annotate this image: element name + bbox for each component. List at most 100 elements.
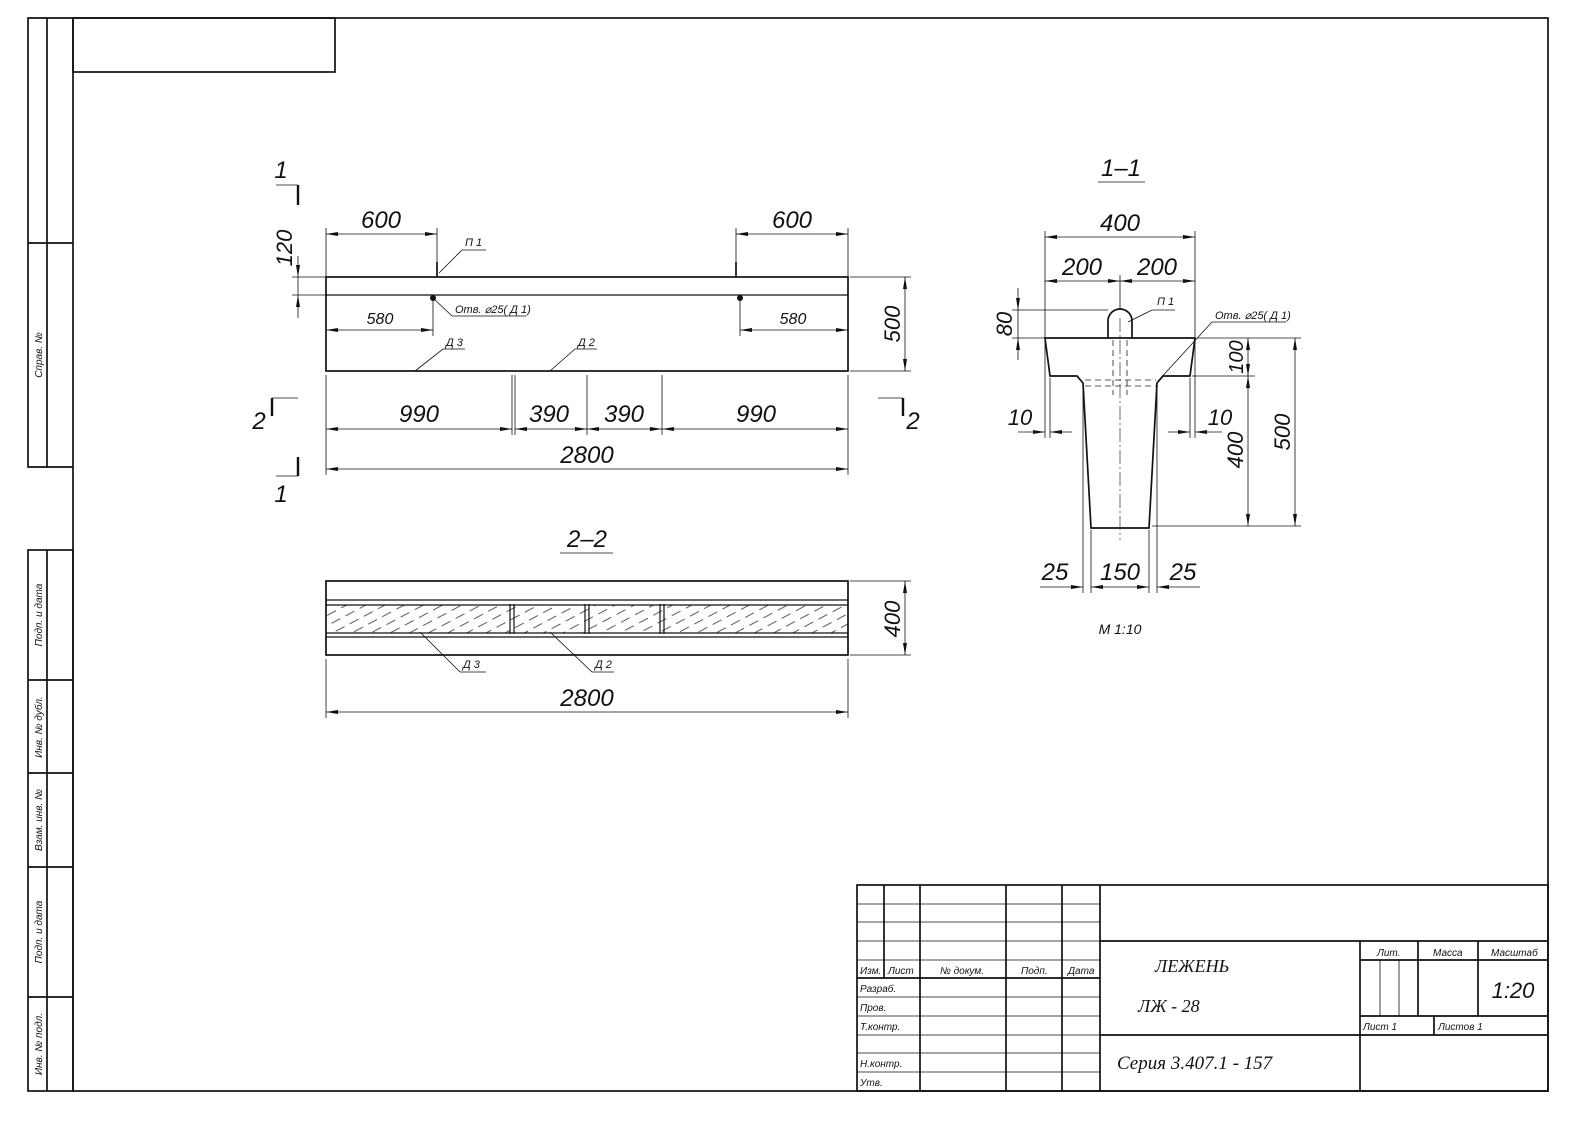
leader-loop xyxy=(438,249,486,274)
dim-text-bottom-mid: 150 xyxy=(1100,559,1141,586)
dim-text-half-right: 200 xyxy=(1136,254,1178,281)
ext-lines-section-total xyxy=(325,659,849,718)
label-loop: П 1 xyxy=(465,237,482,249)
side-stamp-orig-inv-no: Инв. № подл. xyxy=(34,1013,45,1075)
sheets-count: Листов 1 xyxy=(1437,1022,1483,1033)
leader-section-d2 xyxy=(549,631,614,673)
dim-text-end-right: 600 xyxy=(772,207,813,234)
dim-text-chamfer-left: 10 xyxy=(1008,405,1033,430)
section-1-1-view: 1–1 400 200 200 80 П 1 Отв. ⌀25( Д 1) 10… xyxy=(992,155,1301,637)
title-block: Изм. Лист № докум. Подп. Дата Разраб. Пр… xyxy=(856,884,1549,1092)
product-name: ЛЕЖЕНЬ xyxy=(1154,956,1229,976)
dim-text-flange: 100 xyxy=(1226,340,1248,373)
side-stamp-lower-box xyxy=(27,549,74,1092)
section-label-d3: Д 3 xyxy=(461,659,481,671)
dim-text-section-1-height: 500 xyxy=(1270,413,1295,450)
dim-text-bottom-right: 25 xyxy=(1169,559,1197,586)
dim-text-height: 500 xyxy=(880,305,905,342)
mass-label: Масса xyxy=(1433,948,1463,959)
series-number: Серия 3.407.1 - 157 xyxy=(1117,1053,1274,1074)
role-approved: Утв. xyxy=(859,1078,883,1089)
header-sheet: Лист xyxy=(887,966,914,977)
title-block-letter-cells xyxy=(1379,960,1400,1016)
section-mark-1-top: 1 xyxy=(274,157,287,184)
tbeam-profile xyxy=(1044,337,1196,529)
section-2-2-outline xyxy=(325,580,849,656)
dim-text-chain-1: 990 xyxy=(399,401,440,428)
dim-text-hole-right: 580 xyxy=(780,311,807,328)
dim-text-section-total: 2800 xyxy=(559,685,614,712)
header-change: Изм. xyxy=(860,966,881,977)
leader-d2 xyxy=(549,348,597,372)
ext-lines-chain xyxy=(325,375,849,475)
dim-text-half-left: 200 xyxy=(1061,254,1103,281)
side-stamp-dup-inv-no: Инв. № дубл. xyxy=(33,696,45,758)
header-sign: Подп. xyxy=(1021,966,1048,977)
beam-outline xyxy=(325,276,849,372)
section-label-hole: Отв. ⌀25( Д 1) xyxy=(1215,310,1291,322)
dim-text-chamfer-right: 10 xyxy=(1208,405,1233,430)
side-stamp-replace-inv-no: Взам. инв. № xyxy=(34,789,45,851)
section-2-2-inner-lines xyxy=(326,599,848,638)
section-mark-2-left: 2 xyxy=(251,408,265,435)
side-stamp-upper: Справ. № xyxy=(27,17,73,468)
section-2-2-title: 2–2 xyxy=(566,526,607,553)
side-stamp-reference-no: Справ. № xyxy=(34,332,45,378)
section-mark-2-right: 2 xyxy=(905,408,919,435)
title-block-left-verticals xyxy=(883,885,1101,1091)
role-norm-control: Н.контр. xyxy=(860,1059,902,1070)
section-1-1-title: 1–1 xyxy=(1101,155,1141,182)
scale-label: Масштаб xyxy=(1491,947,1538,959)
dim-text-end-left: 600 xyxy=(361,207,402,234)
leader-section-d3 xyxy=(419,631,486,673)
dim-text-hole-left: 580 xyxy=(367,311,394,328)
header-doc-no: № докум. xyxy=(940,966,984,977)
letter-label: Лит. xyxy=(1376,948,1400,959)
dim-text-loop: 80 xyxy=(992,311,1017,336)
dim-text-width: 400 xyxy=(1100,210,1141,237)
dim-text-web: 400 xyxy=(1223,431,1248,468)
dim-text-total: 2800 xyxy=(559,442,614,469)
scale-value: 1:20 xyxy=(1492,978,1536,1003)
dim-text-chain-2: 390 xyxy=(529,401,570,428)
ext-lines-section-400 xyxy=(850,580,911,656)
ext-lines-500 xyxy=(850,276,911,372)
side-stamp-sign-date-2: Подп. и дата xyxy=(34,900,45,963)
role-tech-control: Т.контр. xyxy=(860,1022,900,1033)
hatch-band xyxy=(326,605,848,633)
label-hole: Отв. ⌀25( Д 1) xyxy=(455,304,531,316)
label-d2: Д 2 xyxy=(576,337,595,349)
role-checked: Пров. xyxy=(860,1003,886,1014)
ext-lines-width xyxy=(1044,231,1196,338)
sheet-number: Лист 1 xyxy=(1362,1022,1397,1033)
side-stamp-sign-date-1: Подп. и дата xyxy=(34,583,45,646)
side-stamp-upper-lines xyxy=(27,17,73,468)
leader-d3 xyxy=(414,348,465,372)
dim-text-section-height: 400 xyxy=(880,600,905,637)
elevation-view: 600 600 П 1 120 1 1 2 2 580 580 Отв. ⌀2 xyxy=(251,157,919,508)
label-d3: Д 3 xyxy=(444,337,464,349)
title-block-right-lines xyxy=(1100,940,1548,1091)
section-2-2-view: 2–2 Д 3 Д 2 400 2800 xyxy=(325,526,911,718)
section-scale: М 1:10 xyxy=(1099,621,1142,637)
section-label-d2: Д 2 xyxy=(593,659,612,671)
dim-text-bottom-left: 25 xyxy=(1041,559,1069,586)
section-label-loop: П 1 xyxy=(1157,296,1174,308)
corner-stamp-box xyxy=(72,17,336,73)
role-developed: Разраб. xyxy=(860,983,896,995)
hatch-dividers xyxy=(509,604,665,634)
side-stamp-lower-lines xyxy=(28,550,73,1091)
ext-lines-bottom xyxy=(1082,385,1158,593)
title-block-border xyxy=(856,884,1549,1092)
section-mark-1-bottom: 1 xyxy=(274,481,287,508)
leader-section-loop xyxy=(1127,309,1175,323)
dim-text-chain-3: 390 xyxy=(604,401,645,428)
ext-lines-chamfer xyxy=(1044,340,1196,438)
ext-lines-top xyxy=(325,228,849,277)
side-stamp-lower: Подп. и дата Инв. № дубл. Взам. инв. № П… xyxy=(27,549,74,1092)
header-date: Дата xyxy=(1067,966,1095,977)
dim-text-120: 120 xyxy=(272,229,297,266)
hole-hidden-lines xyxy=(1085,340,1156,395)
